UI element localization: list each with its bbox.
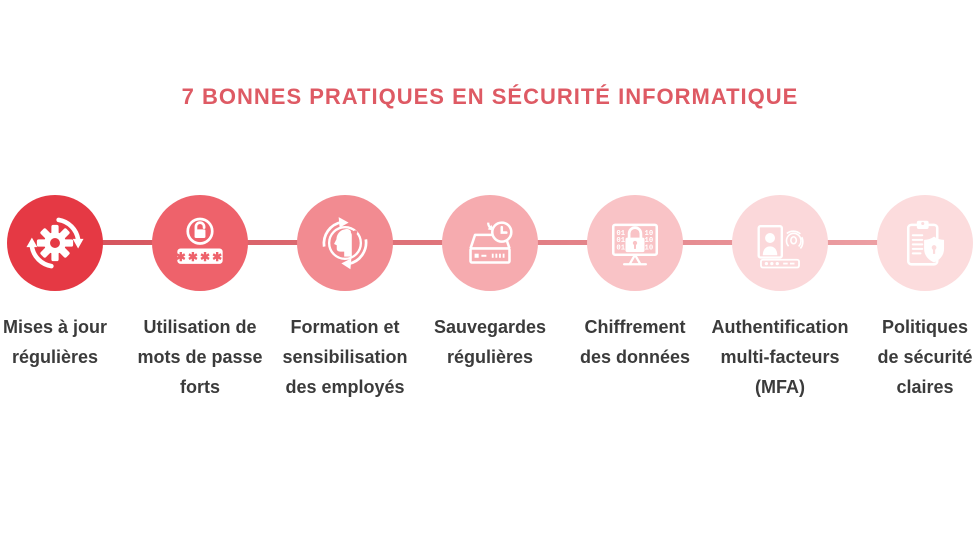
practice-label: Mises à jour régulières (2, 317, 108, 367)
backup-drive-clock-icon (461, 214, 519, 272)
security-policy-clipboard-shield-icon (896, 214, 954, 272)
practice-circle (732, 195, 828, 291)
svg-text:10: 10 (645, 230, 654, 238)
svg-text:01: 01 (616, 244, 625, 252)
practice-circle (297, 195, 393, 291)
svg-text:✱✱✱✱: ✱✱✱✱ (176, 251, 225, 264)
practice-label: Formation et sensibilisation des employé… (282, 317, 408, 397)
practice-circle (877, 195, 973, 291)
svg-text:10: 10 (645, 244, 654, 252)
practice-label: Utilisation de mots de passe forts (137, 317, 263, 397)
svg-text:01: 01 (616, 230, 625, 238)
practice-label: Sauvegardes régulières (433, 317, 547, 367)
employee-training-head-icon (316, 214, 374, 272)
practice-label: Authentification multi-facteurs (MFA) (711, 317, 849, 397)
practice-item: Mises à jour régulières (0, 195, 135, 372)
practice-label: Chiffrement des données (579, 317, 691, 367)
practice-item: Authentification multi-facteurs (MFA) (700, 195, 860, 402)
strong-password-lock-icon: ✱✱✱✱ (171, 214, 229, 272)
practice-item: Sauvegardes régulières (410, 195, 570, 372)
page-title: 7 BONNES PRATIQUES EN SÉCURITÉ INFORMATI… (181, 84, 799, 109)
practice-circle (7, 195, 103, 291)
practice-circle: ✱✱✱✱ (152, 195, 248, 291)
practice-circle (442, 195, 538, 291)
svg-text:10: 10 (645, 237, 654, 245)
svg-text:01: 01 (616, 237, 625, 245)
mfa-id-card-fingerprint-icon (751, 214, 809, 272)
software-update-sync-icon (26, 214, 84, 272)
practice-item: Politiques de sécurité claires (845, 195, 980, 402)
practice-item: Formation et sensibilisation des employé… (265, 195, 425, 402)
practice-label: Politiques de sécurité claires (877, 317, 973, 397)
practice-item: ✱✱✱✱ Utilisation de mots de passe forts (120, 195, 280, 402)
